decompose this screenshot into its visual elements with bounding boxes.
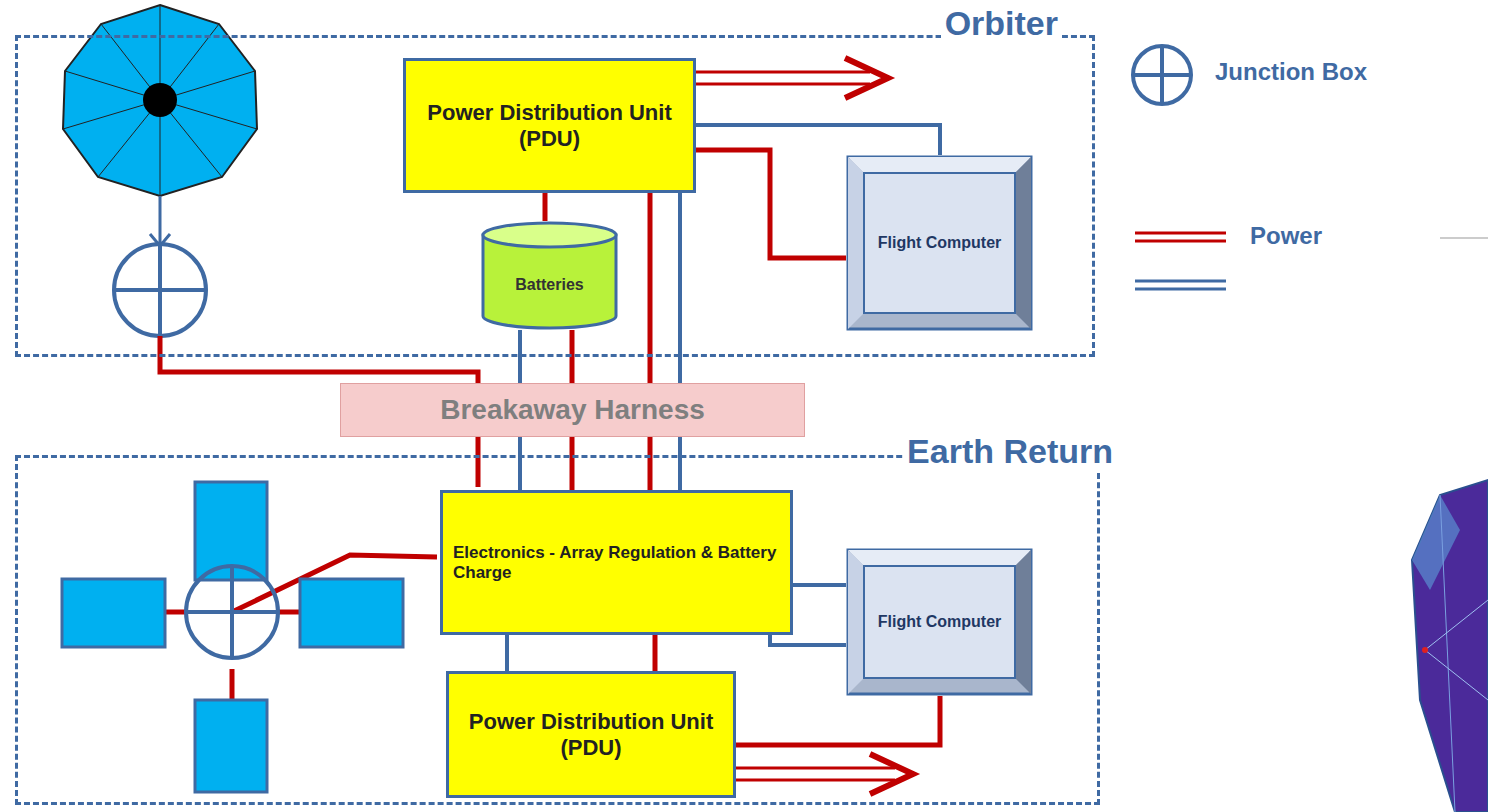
legend-power-line (1135, 233, 1226, 241)
region-boundary: OrbiterPower Distribution Unit (PDU)Batt… (15, 35, 1095, 357)
process-box: Power Distribution Unit (PDU) (446, 671, 736, 798)
data-wire (770, 635, 846, 645)
array-hub (143, 83, 177, 117)
harness-band: Breakaway Harness (340, 383, 805, 437)
box-label: Batteries (515, 276, 583, 294)
box-label: Electronics - Array Regulation & Battery… (453, 543, 780, 583)
box-label: Power Distribution Unit (PDU) (458, 709, 724, 761)
region-boundary: Earth ReturnElectronics - Array Regulati… (15, 455, 1100, 805)
data-wire (793, 583, 846, 587)
computer-box: Flight Computer (846, 548, 1033, 696)
process-box: Power Distribution Unit (PDU) (403, 58, 696, 193)
process-box: Electronics - Array Regulation & Battery… (440, 490, 793, 635)
junction-box (186, 566, 278, 658)
box-label: Flight Computer (878, 613, 1002, 631)
power-wire (696, 150, 846, 258)
power-wire (653, 635, 658, 671)
region-heading: Orbiter (941, 4, 1062, 43)
computer-box: Flight Computer (846, 155, 1033, 331)
array-panel-lines (63, 5, 257, 196)
data-wire (505, 635, 509, 671)
power-wire (648, 193, 653, 490)
legend-data-line (1135, 281, 1226, 289)
legend-rule (1440, 238, 1488, 239)
legend-label: Power (1250, 222, 1322, 250)
battery-cylinder: Batteries (481, 221, 618, 330)
junction-box (114, 244, 206, 336)
power-wire (543, 193, 548, 221)
region-heading: Earth Return (903, 432, 1117, 471)
data-wire (678, 193, 682, 490)
power-wire (736, 696, 940, 745)
legend-label: Junction Box (1215, 58, 1367, 86)
box-label: Power Distribution Unit (PDU) (415, 100, 684, 152)
legend-junction-symbol (1133, 46, 1191, 104)
array-lead (150, 196, 170, 246)
box-label: Flight Computer (878, 234, 1002, 252)
spacecraft-model (1412, 480, 1488, 812)
box-label: Breakaway Harness (440, 394, 705, 426)
solar-array (63, 5, 257, 196)
solar-panel (62, 482, 403, 792)
data-wire (696, 125, 940, 155)
